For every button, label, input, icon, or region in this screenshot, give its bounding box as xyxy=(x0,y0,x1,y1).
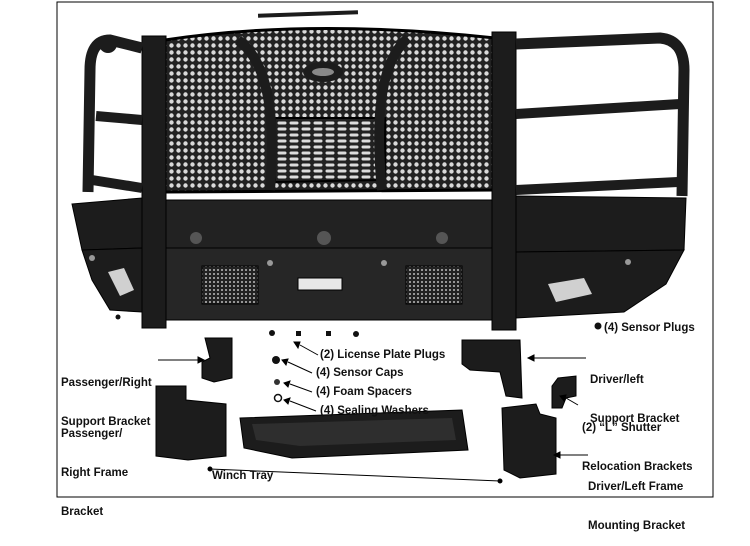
label-passenger-frame-bracket-line3: Bracket xyxy=(61,506,104,518)
label-passenger-support-bracket-line2: Support Bracket xyxy=(61,416,151,428)
sensor-plug-left xyxy=(115,314,121,320)
foam-spacer xyxy=(274,379,280,385)
label-sealing-washers: (4) Sealing Washers xyxy=(320,405,429,417)
label-driver-support-bracket: Driver/left Support Bracket xyxy=(590,348,679,439)
sensor-hole-1 xyxy=(267,260,273,266)
right-wing-mid xyxy=(515,99,681,119)
left-wing-low xyxy=(91,175,143,193)
leader-shutter xyxy=(565,397,579,406)
label-passenger-frame-bracket-line1: Passenger/ xyxy=(61,428,123,440)
driver-frame-bracket-part xyxy=(501,403,557,479)
winch-opening xyxy=(297,277,343,291)
license-plug-1 xyxy=(269,330,275,336)
leader-winch-tray xyxy=(209,468,501,482)
sensor-1 xyxy=(190,232,202,244)
arrow-sealing-washers xyxy=(283,397,291,405)
label-passenger-frame-bracket-line2: Right Frame xyxy=(61,467,129,479)
arrow-shutter xyxy=(559,394,567,403)
bumper-right-lower xyxy=(515,249,685,319)
label-passenger-support-bracket: Passenger/Right Support Bracket xyxy=(61,351,152,442)
sensor-hole-3 xyxy=(89,255,95,261)
sensor-plug-right xyxy=(594,322,602,330)
sealing-washer xyxy=(273,393,283,403)
label-driver-support-bracket-line1: Driver/left xyxy=(590,374,644,386)
leader-foam-spacers xyxy=(289,383,313,393)
arrow-driver-support xyxy=(526,354,535,362)
label-foam-spacers: (4) Foam Spacers xyxy=(316,386,412,398)
shutter-bracket-part xyxy=(551,375,577,409)
label-license-plate-plugs: (2) License Plate Plugs xyxy=(320,349,446,361)
arrow-passenger-support xyxy=(197,356,206,364)
leader-lines xyxy=(158,341,588,484)
passenger-frame-bracket-part xyxy=(155,385,227,461)
arrow-license-plate xyxy=(293,341,301,350)
sensor-hole-4 xyxy=(625,259,631,265)
left-wing-mid xyxy=(95,111,143,125)
arrow-sensor-caps xyxy=(281,358,289,367)
label-sensor-caps: (4) Sensor Caps xyxy=(316,367,404,379)
license-plug-3 xyxy=(326,331,331,336)
leader-sensor-caps xyxy=(287,361,313,374)
label-passenger-support-bracket-line1: Passenger/Right xyxy=(61,377,152,389)
right-wing-low xyxy=(515,177,679,195)
left-wing-cap xyxy=(99,35,117,53)
label-winch-tray: Winch Tray xyxy=(212,470,274,482)
bumper-right-end xyxy=(515,195,687,253)
sensor-hole-2 xyxy=(381,260,387,266)
left-light-cutout xyxy=(108,268,134,296)
inner-slot-panel xyxy=(274,117,386,184)
license-plug-2 xyxy=(296,331,301,336)
winch-tray-inner xyxy=(252,418,456,446)
label-shutter-brackets-line1: (2) “L” Shutter xyxy=(582,422,662,434)
sensor-2 xyxy=(317,231,331,245)
winch-tray-dot-left xyxy=(207,466,213,472)
right-upright xyxy=(491,31,517,331)
leader-sealing-washers xyxy=(289,400,317,412)
license-plug-4 xyxy=(353,331,359,337)
exploded-parts-diagram xyxy=(56,1,714,498)
winch-tray-dot-right xyxy=(497,478,503,484)
right-light-cutout xyxy=(548,278,592,302)
brackets xyxy=(155,337,577,479)
sensor-3 xyxy=(436,232,448,244)
left-upright xyxy=(141,35,167,329)
bumper-left-end xyxy=(71,197,143,251)
right-vent xyxy=(405,265,463,305)
arrow-foam-spacers xyxy=(283,380,291,388)
left-inner-hoop xyxy=(234,35,277,191)
label-sensor-plugs: (4) Sensor Plugs xyxy=(604,322,695,334)
label-shutter-brackets-line2: Relocation Brackets xyxy=(582,461,693,473)
label-driver-frame-bracket-line1: Driver/Left Frame xyxy=(588,481,684,493)
sensor-cap xyxy=(272,356,280,364)
label-driver-frame-bracket-line2: Mounting Bracket xyxy=(588,520,686,532)
driver-support-bracket-part xyxy=(461,339,523,399)
right-inner-hoop xyxy=(374,34,412,191)
label-driver-frame-bracket: Driver/Left Frame Mounting Bracket xyxy=(588,455,685,546)
label-passenger-frame-bracket: Passenger/ Right Frame Bracket xyxy=(61,402,128,532)
passenger-support-bracket-part xyxy=(201,337,233,383)
arrow-driver-frame xyxy=(552,451,561,459)
page-border xyxy=(56,1,714,498)
label-shutter-brackets: (2) “L” Shutter Relocation Brackets xyxy=(582,396,693,487)
leader-license-plate xyxy=(299,344,319,356)
hardware-parts xyxy=(115,314,602,403)
left-vent xyxy=(201,265,259,305)
top-bar xyxy=(257,10,359,18)
label-driver-support-bracket-line2: Support Bracket xyxy=(590,413,680,425)
grille-guard xyxy=(71,10,690,331)
right-wing-outer xyxy=(515,32,690,197)
logo-emblem-inner xyxy=(312,68,334,76)
